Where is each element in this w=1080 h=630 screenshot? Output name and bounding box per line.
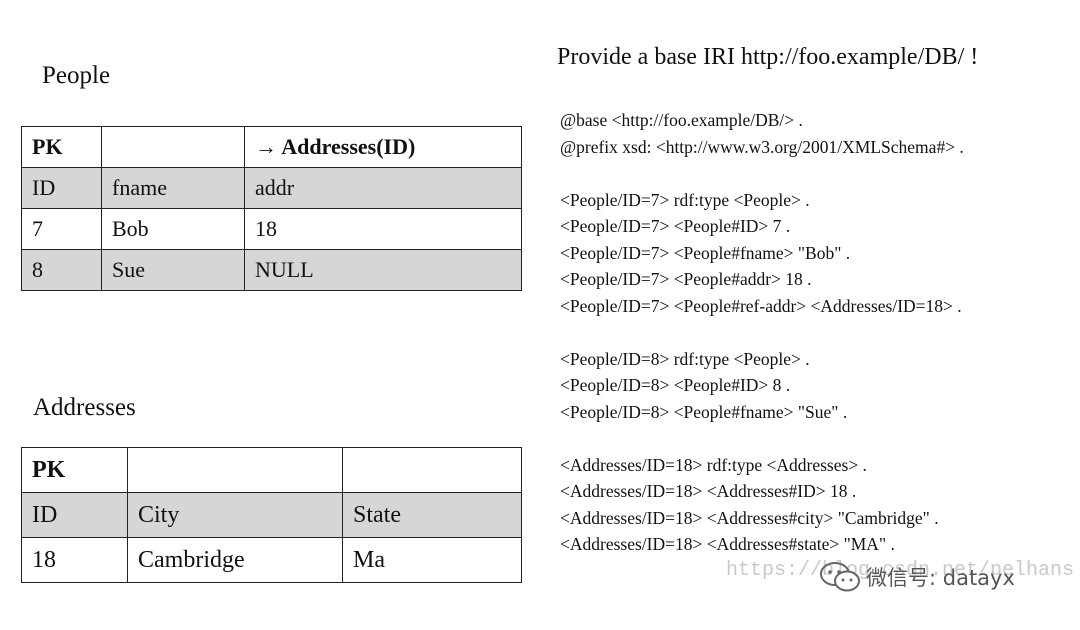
addresses-table-title: Addresses (33, 394, 136, 421)
rdf-triple-line: <People/ID=7> <People#ref-addr> <Address… (560, 295, 962, 316)
rdf-triple-line: <People/ID=8> <People#ID> 8 . (560, 375, 791, 395)
table-cell: → Addresses(ID) (244, 126, 522, 168)
key-row: PK (21, 447, 522, 493)
rdf-triple-line: <People/ID=7> <People#ID> 7 . (560, 216, 791, 236)
table-cell: NULL (244, 249, 522, 291)
rdf-triple-line: <People/ID=7> <People#fname> "Bob" . (560, 242, 851, 263)
table-cell: City (127, 492, 343, 538)
wechat-id-text: 微信号: datayx (866, 566, 1015, 590)
rdf-triple-line: <Addresses/ID=18> <Addresses#state> "MA"… (560, 534, 895, 554)
watermark-url: https://blog.csdn.net/pelhans (726, 559, 1075, 582)
rdf-triple-line: <Addresses/ID=18> rdf:type <Addresses> . (560, 454, 867, 475)
table-cell: PK (21, 126, 102, 168)
rdf-triple-line: @prefix xsd: <http://www.w3.org/2001/XML… (560, 136, 964, 157)
table-cell: addr (244, 167, 522, 209)
table-cell (127, 447, 343, 493)
table-cell: Cambridge (127, 537, 343, 583)
table-cell: Bob (101, 208, 245, 250)
base-iri-heading: Provide a base IRI http://foo.example/DB… (557, 44, 979, 70)
table-cell: ID (21, 167, 102, 209)
rdf-triple-line: <People/ID=8> rdf:type <People> . (560, 348, 810, 369)
blank-line (560, 425, 964, 452)
wechat-icon (820, 562, 860, 592)
rdf-triple-line: @base <http://foo.example/DB/> . (560, 110, 803, 130)
rdf-triple-line: <People/ID=8> <People#fname> "Sue" . (560, 401, 848, 422)
key-row: PK → Addresses(ID) (21, 126, 522, 168)
table-cell: 7 (21, 208, 102, 250)
rdf-triples-block: @base <http://foo.example/DB/> . @prefix … (560, 107, 964, 558)
table-cell: State (342, 492, 522, 538)
table-cell (342, 447, 522, 493)
rdf-triple-line: <Addresses/ID=18> <Addresses#ID> 18 . (560, 481, 857, 501)
table-cell (101, 126, 245, 168)
table-cell: Sue (101, 249, 245, 291)
rdf-triple-line: <Addresses/ID=18> <Addresses#city> "Camb… (560, 507, 939, 528)
table-cell: PK (21, 447, 128, 493)
table-cell: 18 (244, 208, 522, 250)
table-cell: 8 (21, 249, 102, 291)
table-cell: 18 (21, 537, 128, 583)
table-cell: ID (21, 492, 128, 538)
rdf-triple-line: <People/ID=7> <People#addr> 18 . (560, 269, 812, 289)
blank-line (560, 319, 964, 346)
people-table-title: People (42, 62, 111, 89)
wechat-badge: 微信号: datayx (818, 561, 1015, 593)
table-cell: fname (101, 167, 245, 209)
rdf-triple-line: <People/ID=7> rdf:type <People> . (560, 189, 810, 210)
blank-line (560, 160, 964, 187)
table-cell: Ma (342, 537, 522, 583)
